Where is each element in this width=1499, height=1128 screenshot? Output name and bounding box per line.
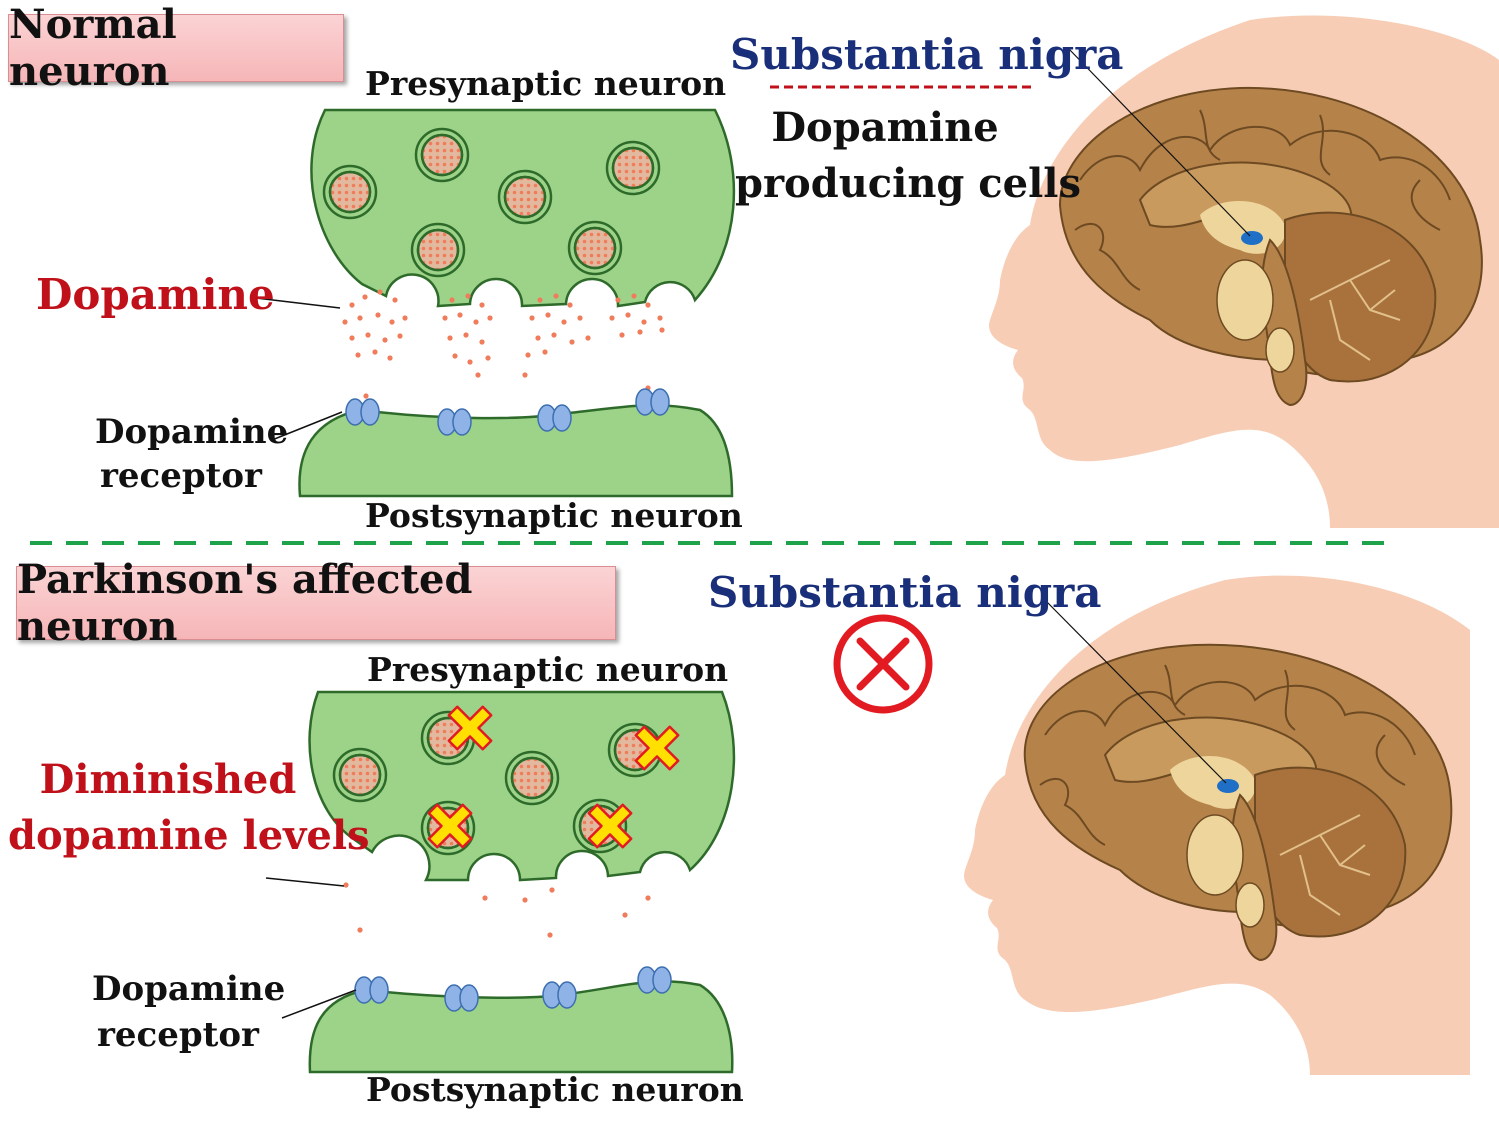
parkinsons-neuron-title-text: Parkinson's affected neuron <box>17 556 473 650</box>
postsynaptic-label-top: Postsynaptic neuron <box>365 496 743 535</box>
substantia-label-bottom: Substantia nigra <box>708 568 1102 617</box>
normal-neuron-title-text: Normal neuron <box>9 1 177 95</box>
dopamine-label: Dopamine <box>36 270 275 319</box>
normal-neuron-title: Normal neuron <box>8 1 344 95</box>
receptor-label-top-line2: receptor <box>100 456 262 496</box>
receptor-label-top: Dopamine receptor <box>95 410 289 498</box>
diminished-line1: Diminished <box>39 756 297 803</box>
head-brain-bottom <box>964 575 1470 1075</box>
circle-x-icon <box>833 614 933 714</box>
dopamine-cells-line2: producing cells <box>735 160 1082 207</box>
dopamine-release-bottom <box>343 882 651 938</box>
receptors-bottom <box>354 966 672 1012</box>
vesicles-top <box>322 127 661 278</box>
parkinsons-neuron-title: Parkinson's affected neuron <box>16 556 616 650</box>
yellow-x-icon <box>427 705 680 849</box>
receptor-label-bottom-line2: receptor <box>97 1015 259 1055</box>
diminished-line2: dopamine levels <box>8 812 370 859</box>
dopamine-cells-line1: Dopamine <box>771 104 999 151</box>
presynaptic-label-bottom: Presynaptic neuron <box>367 650 729 689</box>
substantia-label-top: Substantia nigra <box>730 30 1124 79</box>
head-brain-top <box>989 15 1499 528</box>
presynaptic-label-top: Presynaptic neuron <box>365 64 727 103</box>
diminished-dopamine-label: Diminished dopamine levels <box>8 752 370 864</box>
receptors-top <box>345 388 670 436</box>
receptor-label-bottom-line1: Dopamine <box>92 969 286 1009</box>
dopamine-release-top <box>342 289 665 399</box>
dopamine-cells-label: Dopamine producing cells <box>735 100 1082 212</box>
postsynaptic-label-bottom: Postsynaptic neuron <box>366 1070 744 1109</box>
receptor-label-top-line1: Dopamine <box>95 412 289 452</box>
receptor-label-bottom: Dopamine receptor <box>92 966 286 1058</box>
